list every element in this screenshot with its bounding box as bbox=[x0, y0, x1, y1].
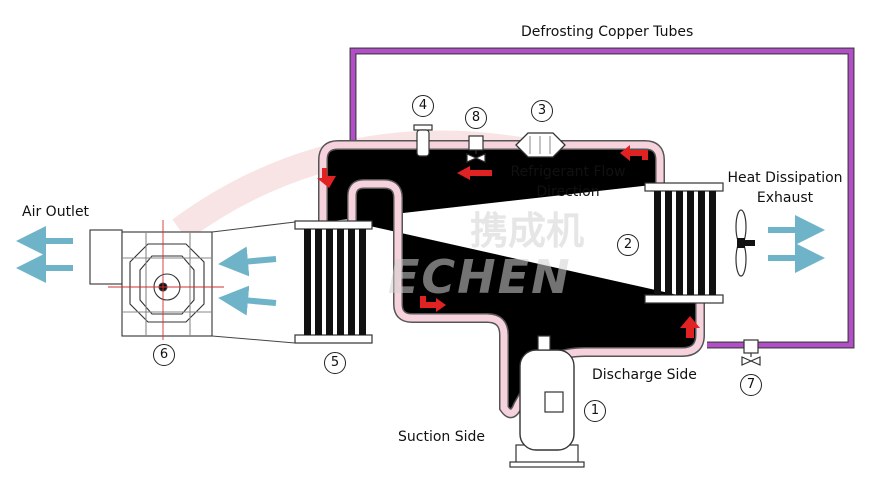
heat-dissipation-label-line1: Heat Dissipation bbox=[727, 170, 843, 186]
flow-arrow-left-pipe bbox=[317, 168, 336, 188]
air-outlet-label: Air Outlet bbox=[22, 204, 90, 220]
flow-arrow-top-right bbox=[620, 145, 648, 161]
compressor-icon bbox=[509, 335, 585, 468]
flow-arrow-suction-line bbox=[420, 296, 446, 312]
refrigerant-pipe bbox=[323, 145, 700, 413]
defrost-valve-icon bbox=[741, 339, 761, 366]
flow-direction-label-line2: Direction bbox=[536, 184, 600, 200]
component-number-3: 3 bbox=[531, 100, 553, 122]
duct-line-bottom bbox=[211, 335, 296, 344]
fan-icon bbox=[735, 209, 755, 277]
component-number-4: 4 bbox=[412, 95, 434, 117]
component-number-5: 5 bbox=[324, 352, 346, 374]
suction-side-label: Suction Side bbox=[398, 429, 486, 445]
air-intake-arrow-bottom bbox=[218, 285, 277, 316]
heat-dissipation-label-line2: Exhaust bbox=[756, 190, 814, 206]
blower-unit-icon bbox=[89, 220, 224, 340]
duct-line-top bbox=[211, 221, 296, 233]
air-intake-arrow-top bbox=[218, 246, 277, 277]
defrost-tube bbox=[349, 47, 855, 349]
component-number-2: 2 bbox=[617, 234, 639, 256]
filter-icon bbox=[413, 124, 433, 157]
flow-direction-label-line1: Refrigerant Flow bbox=[510, 164, 626, 180]
condenser-coil-icon bbox=[644, 182, 724, 304]
sight-glass-icon bbox=[515, 132, 566, 158]
watermark-cn: 携成机 bbox=[470, 209, 585, 253]
flow-arrow-legend bbox=[457, 166, 492, 180]
flow-arrow-discharge bbox=[680, 316, 700, 338]
evaporator-coil-icon bbox=[294, 220, 373, 344]
defrost-tube-title: Defrosting Copper Tubes bbox=[521, 24, 694, 40]
component-number-1: 1 bbox=[584, 400, 606, 422]
valve-icon bbox=[466, 135, 486, 163]
air-arrow-icon bbox=[15, 215, 825, 316]
component-number-8: 8 bbox=[465, 107, 487, 129]
flow-arrow-icon bbox=[317, 145, 700, 338]
component-number-7: 7 bbox=[740, 374, 762, 396]
discharge-side-label: Discharge Side bbox=[592, 367, 697, 383]
watermark-en: ECHEN bbox=[388, 250, 572, 304]
component-number-6: 6 bbox=[153, 344, 175, 366]
